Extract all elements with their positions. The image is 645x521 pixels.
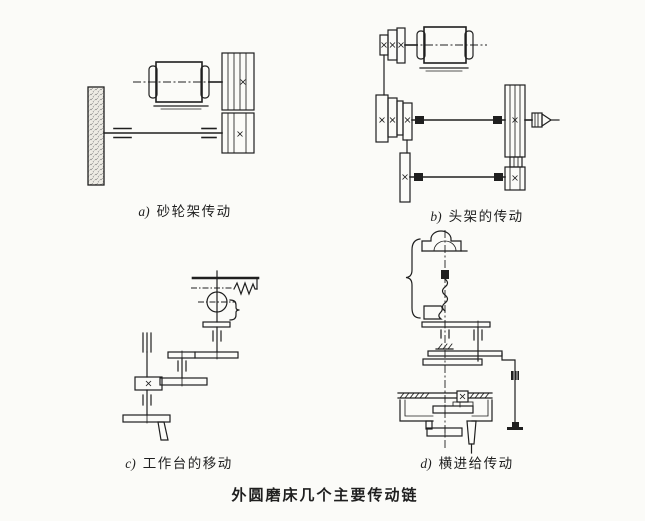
main-shaft-bearing bbox=[440, 329, 450, 339]
subfigure-a-title: 砂轮架传动 bbox=[156, 204, 232, 219]
lower-left-pulley bbox=[399, 139, 411, 203]
rack bbox=[191, 276, 260, 290]
clutch-box bbox=[134, 376, 163, 391]
diagram-table-movement bbox=[122, 270, 260, 441]
ratchet-gears bbox=[432, 401, 474, 415]
grouping-brace bbox=[229, 299, 240, 321]
subfigure-c-title: 工作台的移动 bbox=[142, 456, 233, 471]
fixed-support-hatch bbox=[435, 343, 454, 350]
lower-shaft bbox=[409, 173, 506, 181]
intermediate-shaft bbox=[411, 116, 506, 124]
grinding-wheel bbox=[87, 86, 105, 186]
subfigure-d-title: 横进给传动 bbox=[438, 456, 514, 471]
leadscrew-nut bbox=[421, 230, 468, 252]
clutch-lower-shaft bbox=[142, 389, 152, 416]
ratchet-pawl-box bbox=[456, 390, 469, 408]
subfigure-d-panel bbox=[393, 230, 533, 458]
slide-break-box bbox=[423, 305, 443, 320]
driving-belt-pulley bbox=[221, 52, 255, 111]
subfigure-b-title: 头架的传动 bbox=[448, 209, 524, 224]
flexible-coupling-squiggle bbox=[441, 278, 449, 312]
subfigure-c-label: c) 工作台的移动 bbox=[99, 452, 259, 472]
intermediate-shaft bbox=[177, 357, 187, 379]
belt-neck bbox=[509, 156, 523, 168]
handwheel-handle bbox=[466, 420, 477, 454]
driven-belt-pulley bbox=[221, 112, 255, 154]
top-gear bbox=[421, 320, 491, 329]
wheel-spindle-shaft bbox=[103, 127, 223, 139]
subfigure-a-label: a) 砂轮架传动 bbox=[105, 200, 265, 220]
ratchet-slide-bar bbox=[397, 392, 493, 399]
middle-gear bbox=[159, 376, 208, 387]
subfigure-c-panel bbox=[112, 268, 272, 448]
gear-train bbox=[422, 350, 503, 366]
motor bbox=[404, 26, 487, 72]
subfigure-c-letter: c) bbox=[125, 456, 136, 471]
ratchet-housing bbox=[399, 399, 493, 430]
subfigure-d-letter: d) bbox=[420, 456, 432, 471]
lower-right-pulley bbox=[504, 166, 526, 191]
spring bbox=[191, 281, 258, 296]
diagram-headstock-drive bbox=[375, 26, 560, 203]
spindle-pulley bbox=[504, 84, 526, 158]
upper-gear-pair bbox=[167, 350, 239, 360]
pawl-linkage bbox=[501, 352, 519, 423]
clutch-upper-shaft bbox=[142, 332, 152, 378]
lower-gear bbox=[426, 426, 463, 438]
subfigure-b-label: b) 头架的传动 bbox=[397, 205, 557, 225]
pinion-shaft-gear bbox=[202, 321, 231, 353]
second-shaft bbox=[473, 326, 483, 362]
subfigure-a-panel bbox=[60, 28, 280, 200]
screw-shaft-bearing bbox=[441, 270, 449, 279]
subfigure-a-letter: a) bbox=[138, 204, 150, 219]
cone-pulley bbox=[375, 94, 413, 143]
grouping-brace bbox=[405, 238, 421, 319]
subfigure-d-label: d) 横进给传动 bbox=[387, 452, 547, 472]
crank-handle bbox=[157, 421, 169, 441]
diagram-crossfeed-drive bbox=[397, 230, 523, 454]
handwheel-gear bbox=[122, 413, 171, 424]
diagram-wheelhead-drive bbox=[87, 52, 255, 186]
figure-caption: 外圆磨床几个主要传动链 bbox=[231, 488, 419, 504]
dead-center-spindle bbox=[524, 112, 560, 128]
subfigure-b-letter: b) bbox=[430, 209, 442, 224]
motor bbox=[133, 61, 220, 110]
subfigure-b-panel bbox=[370, 8, 570, 208]
foot-pedal bbox=[507, 422, 523, 430]
pinion-gear bbox=[198, 270, 236, 323]
